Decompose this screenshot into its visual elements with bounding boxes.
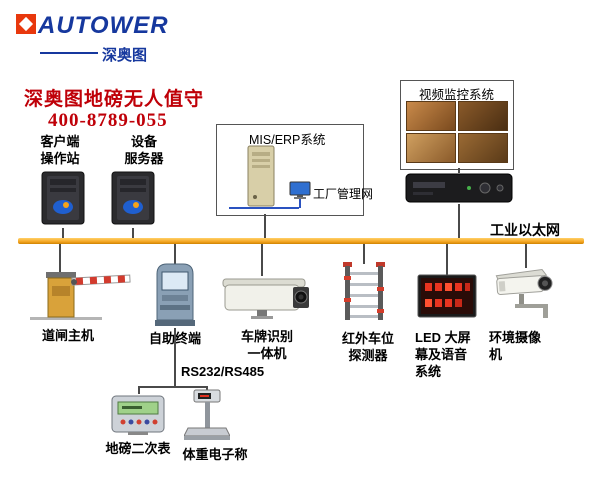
label-ir-detector: 红外车位 探测器 (341, 331, 394, 363)
mis-erp-box: MIS/ERP系统 工厂管理网 (216, 124, 373, 216)
led-screen-icon (417, 274, 477, 318)
label-client-workstation: 客户端 操作站 (40, 134, 80, 166)
factory-network-label: 工厂管理网 (313, 187, 374, 201)
connector-line (264, 214, 266, 238)
connector-line (206, 386, 208, 392)
label-led-screen: LED 大屏 幕及语音 系统 (415, 330, 471, 379)
monitor-icon (289, 181, 311, 199)
connector-line (525, 244, 527, 268)
label-env-camera: 环境摄像 机 (489, 330, 542, 362)
phone-number: 400-8789-055 (48, 110, 168, 131)
camera-thumbnail (458, 101, 508, 131)
camera-thumbnail (458, 133, 508, 163)
video-surveillance-title: 视频监控系统 (419, 88, 495, 102)
tower-pc-icon (106, 170, 160, 228)
label-device-server: 设备 服务器 (124, 134, 164, 166)
platform-scale-icon (183, 388, 231, 444)
tower-pc-icon (36, 170, 90, 228)
network-line (299, 199, 301, 208)
logo-mark-icon (16, 14, 36, 34)
connector-line (174, 328, 176, 386)
cctv-camera-icon (491, 266, 561, 320)
server-tower-icon (247, 145, 275, 207)
label-weighing-indicator: 地磅二次表 (105, 441, 171, 456)
connector-line (458, 204, 460, 238)
ethernet-bus-label: 工业以太网 (490, 222, 560, 238)
connector-line (62, 228, 64, 238)
ir-detector-icon (341, 262, 387, 324)
label-platform-scale: 体重电子称 (182, 447, 248, 462)
connector-line (261, 244, 263, 276)
connector-line (174, 244, 176, 264)
headline: 深奥图地磅无人值守 (24, 89, 205, 110)
camera-thumbnail (406, 101, 456, 131)
connector-line (446, 244, 448, 276)
weighing-indicator-icon (110, 392, 166, 438)
kiosk-icon (153, 262, 197, 328)
connector-line (138, 386, 140, 394)
connector-line (458, 168, 460, 173)
connector-line (363, 244, 365, 264)
connector-line (132, 228, 134, 238)
ethernet-bus (18, 238, 584, 244)
brand-subtitle: 深奥图 (102, 47, 148, 64)
brand-name: AUTOWER (38, 12, 169, 39)
network-line (229, 207, 299, 209)
mis-erp-title: MIS/ERP系统 (249, 133, 326, 147)
connector-line (59, 244, 61, 272)
video-surveillance-box: 视频监控系统 (400, 80, 514, 170)
dvr-icon (405, 172, 513, 204)
barrier-gate-icon (28, 268, 132, 322)
logo-rule (40, 52, 98, 54)
camera-thumbnail (406, 133, 456, 163)
serial-protocol-label: RS232/RS485 (181, 364, 265, 379)
lpr-camera-icon (221, 274, 313, 320)
camera-thumbnails (406, 101, 508, 163)
connector-line (138, 386, 208, 388)
label-lpr-camera: 车牌识别 一体机 (240, 329, 293, 361)
label-barrier-gate: 道闸主机 (41, 328, 94, 343)
